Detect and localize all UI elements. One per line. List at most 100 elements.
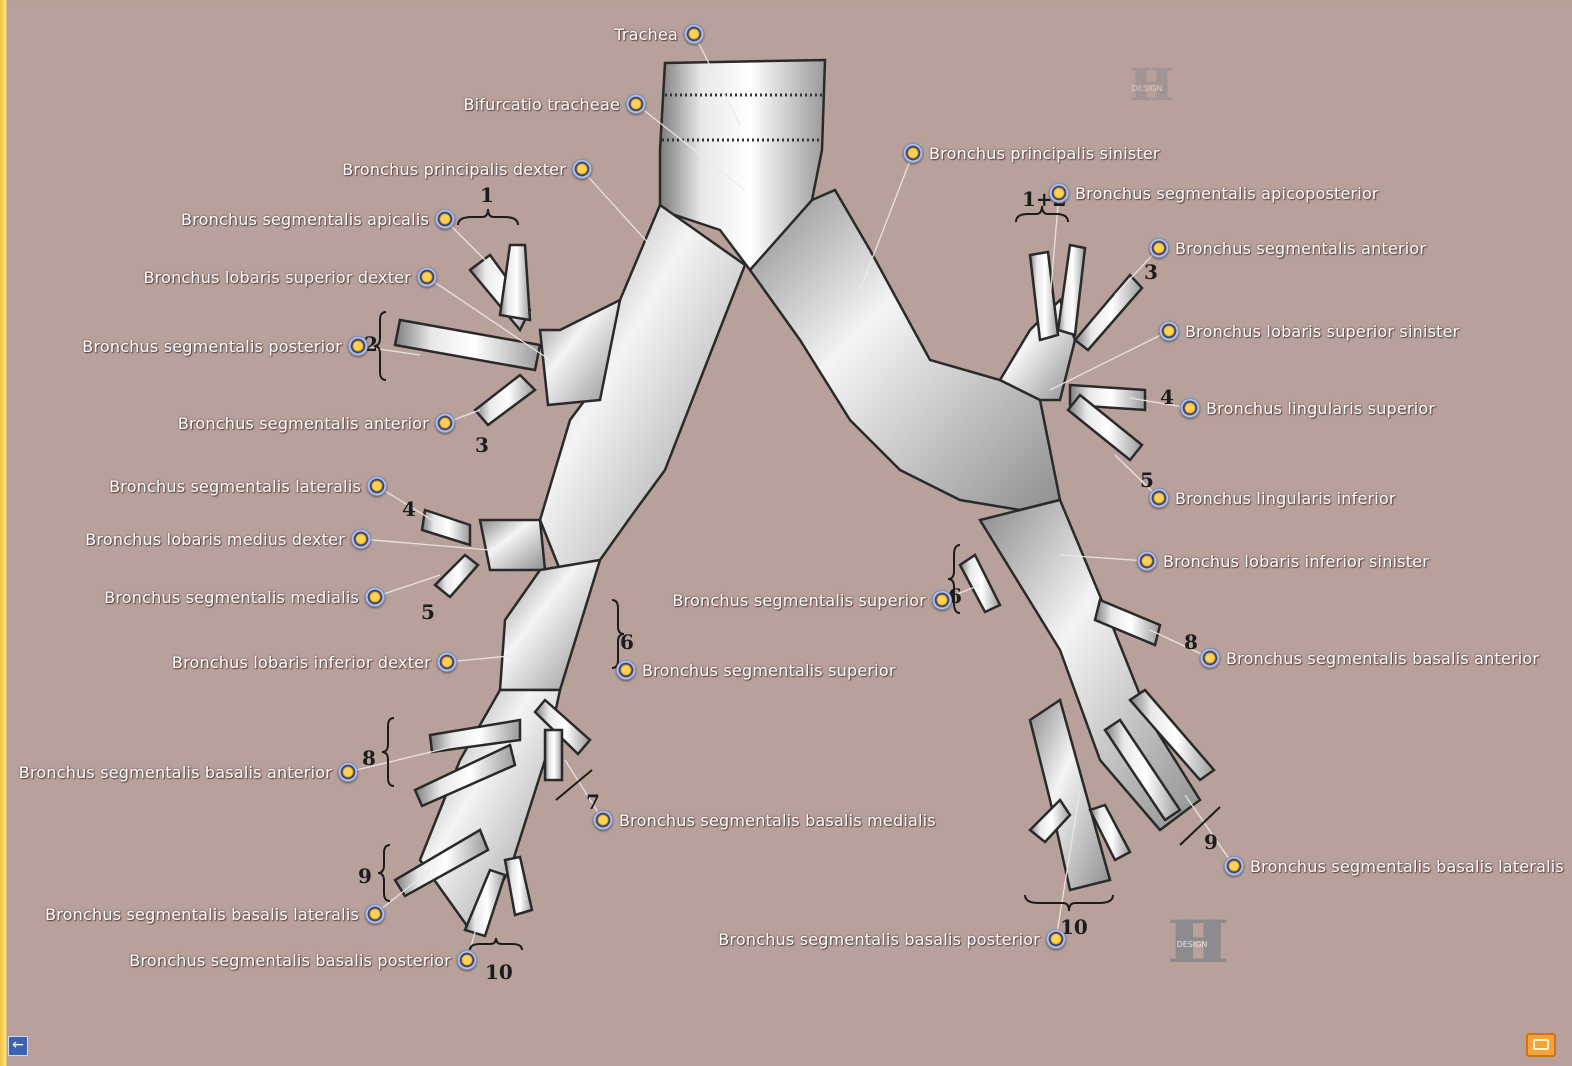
label-text: Bronchus lobaris superior dexter bbox=[143, 268, 411, 287]
arrow-left-icon: ← bbox=[12, 1037, 24, 1053]
label-text: Bronchus segmentalis apicoposterior bbox=[1075, 184, 1379, 203]
hotspot-dot-icon[interactable] bbox=[1224, 856, 1244, 876]
segment-number-r8: 8 bbox=[362, 746, 376, 770]
hotspot-dot-icon[interactable] bbox=[1149, 488, 1169, 508]
segment-number-l8: 8 bbox=[1184, 630, 1198, 654]
label-seg-basalis-posterior-right[interactable]: Bronchus segmentalis basalis posterior bbox=[129, 948, 477, 972]
label-seg-basalis-medialis[interactable]: Bronchus segmentalis basalis medialis bbox=[593, 808, 936, 832]
hotspot-dot-icon[interactable] bbox=[348, 336, 368, 356]
label-text: Bronchus segmentalis lateralis bbox=[109, 477, 361, 496]
hotspot-dot-icon[interactable] bbox=[1137, 551, 1157, 571]
label-lobaris-inferior-dexter[interactable]: Bronchus lobaris inferior dexter bbox=[172, 650, 457, 674]
hotspot-dot-icon[interactable] bbox=[457, 950, 477, 970]
label-text: Bronchus segmentalis basalis anterior bbox=[1226, 649, 1539, 668]
label-text: Bronchus lingularis inferior bbox=[1175, 489, 1396, 508]
segment-number-r3: 3 bbox=[475, 433, 489, 457]
hotspot-dot-icon[interactable] bbox=[626, 94, 646, 114]
label-text: Bronchus segmentalis basalis lateralis bbox=[1250, 857, 1564, 876]
label-seg-lateralis[interactable]: Bronchus segmentalis lateralis bbox=[109, 474, 387, 498]
label-seg-anterior-left[interactable]: Bronchus segmentalis anterior bbox=[1149, 236, 1426, 260]
hotspot-dot-icon[interactable] bbox=[365, 587, 385, 607]
label-seg-basalis-lateralis-right[interactable]: Bronchus segmentalis basalis lateralis bbox=[45, 902, 385, 926]
label-trachea[interactable]: Trachea bbox=[614, 22, 704, 46]
hotspot-dot-icon[interactable] bbox=[572, 159, 592, 179]
label-bifurcatio-tracheae[interactable]: Bifurcatio tracheae bbox=[463, 92, 646, 116]
hotspot-dot-icon[interactable] bbox=[1180, 398, 1200, 418]
label-text: Bifurcatio tracheae bbox=[463, 95, 620, 114]
hotspot-dot-icon[interactable] bbox=[616, 660, 636, 680]
label-text: Bronchus segmentalis posterior bbox=[82, 337, 342, 356]
hotspot-dot-icon[interactable] bbox=[1046, 929, 1066, 949]
label-seg-apicoposterior[interactable]: Bronchus segmentalis apicoposterior bbox=[1049, 181, 1379, 205]
hotspot-dot-icon[interactable] bbox=[684, 24, 704, 44]
hotspot-dot-icon[interactable] bbox=[903, 143, 923, 163]
label-text: Bronchus segmentalis anterior bbox=[1175, 239, 1426, 258]
hotspot-dot-icon[interactable] bbox=[1149, 238, 1169, 258]
segment-number-r9: 9 bbox=[358, 864, 372, 888]
label-text: Bronchus principalis sinister bbox=[929, 144, 1160, 163]
label-seg-basalis-anterior-left[interactable]: Bronchus segmentalis basalis anterior bbox=[1200, 646, 1539, 670]
label-seg-basalis-lateralis-left[interactable]: Bronchus segmentalis basalis lateralis bbox=[1224, 854, 1564, 878]
label-text: Bronchus lobaris medius dexter bbox=[85, 530, 345, 549]
label-lingularis-inferior[interactable]: Bronchus lingularis inferior bbox=[1149, 486, 1396, 510]
window-toggle-button[interactable] bbox=[1526, 1033, 1556, 1057]
hotspot-dot-icon[interactable] bbox=[351, 529, 371, 549]
label-text: Bronchus lobaris superior sinister bbox=[1185, 322, 1459, 341]
label-text: Bronchus principalis dexter bbox=[342, 160, 566, 179]
label-text: Bronchus segmentalis basalis medialis bbox=[619, 811, 936, 830]
label-text: Bronchus lobaris inferior dexter bbox=[172, 653, 431, 672]
hotspot-dot-icon[interactable] bbox=[435, 413, 455, 433]
label-lobaris-superior-sinister[interactable]: Bronchus lobaris superior sinister bbox=[1159, 319, 1459, 343]
label-text: Bronchus segmentalis anterior bbox=[178, 414, 429, 433]
label-seg-posterior[interactable]: Bronchus segmentalis posterior bbox=[82, 334, 368, 358]
hotspot-dot-icon[interactable] bbox=[417, 267, 437, 287]
label-bronchus-principalis-dexter[interactable]: Bronchus principalis dexter bbox=[342, 157, 592, 181]
label-seg-basalis-posterior-left[interactable]: Bronchus segmentalis basalis posterior bbox=[718, 927, 1066, 951]
label-text: Bronchus segmentalis basalis lateralis bbox=[45, 905, 359, 924]
label-seg-anterior-right[interactable]: Bronchus segmentalis anterior bbox=[178, 411, 455, 435]
logo-caption: DESIGN bbox=[1122, 84, 1172, 93]
label-text: Bronchus lobaris inferior sinister bbox=[1163, 552, 1429, 571]
label-lingularis-superior[interactable]: Bronchus lingularis superior bbox=[1180, 396, 1435, 420]
segment-number-r5: 5 bbox=[421, 600, 435, 624]
hotspot-dot-icon[interactable] bbox=[1049, 183, 1069, 203]
hotspot-dot-icon[interactable] bbox=[1159, 321, 1179, 341]
label-lobaris-inferior-sinister[interactable]: Bronchus lobaris inferior sinister bbox=[1137, 549, 1429, 573]
label-text: Bronchus segmentalis basalis anterior bbox=[19, 763, 332, 782]
label-bronchus-principalis-sinister[interactable]: Bronchus principalis sinister bbox=[903, 141, 1160, 165]
hotspot-dot-icon[interactable] bbox=[593, 810, 613, 830]
hotspot-dot-icon[interactable] bbox=[435, 209, 455, 229]
segment-number-l3: 3 bbox=[1144, 260, 1158, 284]
hotspot-dot-icon[interactable] bbox=[437, 652, 457, 672]
back-button[interactable]: ← bbox=[8, 1036, 28, 1056]
hotspot-dot-icon[interactable] bbox=[367, 476, 387, 496]
label-text: Bronchus segmentalis basalis posterior bbox=[718, 930, 1040, 949]
label-seg-medialis[interactable]: Bronchus segmentalis medialis bbox=[104, 585, 385, 609]
segment-number-l4: 4 bbox=[1160, 385, 1174, 409]
hotspot-dot-icon[interactable] bbox=[338, 762, 358, 782]
hotspot-dot-icon[interactable] bbox=[365, 904, 385, 924]
label-lobaris-medius-dexter[interactable]: Bronchus lobaris medius dexter bbox=[85, 527, 371, 551]
label-text: Bronchus segmentalis apicalis bbox=[181, 210, 429, 229]
hotspot-dot-icon[interactable] bbox=[1200, 648, 1220, 668]
label-seg-superior-right[interactable]: Bronchus segmentalis superior bbox=[616, 658, 896, 682]
label-seg-apicalis[interactable]: Bronchus segmentalis apicalis bbox=[181, 207, 455, 231]
label-text: Bronchus lingularis superior bbox=[1206, 399, 1435, 418]
label-seg-superior-left[interactable]: Bronchus segmentalis superior bbox=[672, 588, 952, 612]
label-text: Bronchus segmentalis superior bbox=[672, 591, 926, 610]
segment-number-r6: 6 bbox=[620, 630, 634, 654]
hotspot-dot-icon[interactable] bbox=[932, 590, 952, 610]
segment-number-l9: 9 bbox=[1204, 830, 1218, 854]
segment-number-r1: 1 bbox=[480, 183, 494, 207]
label-seg-basalis-anterior-right[interactable]: Bronchus segmentalis basalis anterior bbox=[19, 760, 358, 784]
logo-caption-bottom: DESIGN bbox=[1160, 940, 1224, 949]
label-text: Bronchus segmentalis medialis bbox=[104, 588, 359, 607]
segment-number-r10: 10 bbox=[485, 960, 513, 984]
label-lobaris-superior-dexter[interactable]: Bronchus lobaris superior dexter bbox=[143, 265, 437, 289]
segment-number-r4: 4 bbox=[402, 497, 416, 521]
label-text: Bronchus segmentalis superior bbox=[642, 661, 896, 680]
label-text: Trachea bbox=[614, 25, 678, 44]
label-text: Bronchus segmentalis basalis posterior bbox=[129, 951, 451, 970]
